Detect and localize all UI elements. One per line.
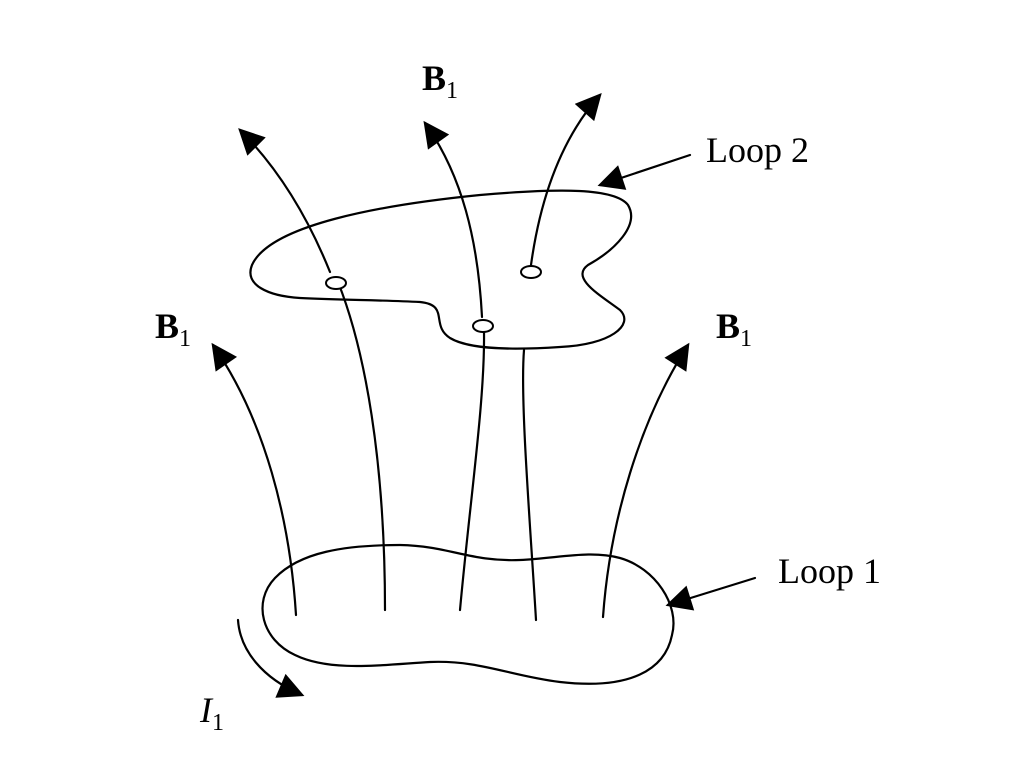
field-line-outer-right	[601, 342, 690, 619]
label-b1-top: B1	[422, 58, 459, 104]
pierce-point-center	[472, 319, 494, 333]
label-b1-left: B1	[155, 306, 192, 352]
label-b1-right: B1	[716, 306, 753, 352]
field-line-left-through-above	[238, 128, 332, 274]
current-direction-arrow	[236, 618, 305, 698]
loop-2-pointer-arrow	[597, 153, 692, 190]
field-line-outer-left	[211, 342, 298, 617]
loop-1-pointer-arrow	[665, 576, 757, 611]
field-line-right-through	[521, 348, 538, 622]
pierce-point-right	[520, 265, 542, 279]
label-loop-1: Loop 1	[778, 551, 881, 591]
loop-2-outline	[249, 189, 633, 350]
pierce-point-left	[325, 276, 347, 290]
label-loop-2: Loop 2	[706, 130, 809, 170]
field-line-center-through	[458, 330, 486, 612]
field-line-left-through	[336, 280, 387, 612]
field-line-center-through-above	[423, 120, 484, 319]
loop-1-outline	[261, 543, 675, 685]
field-line-right-through-above	[529, 93, 602, 267]
label-current-i1: I1	[200, 690, 224, 736]
